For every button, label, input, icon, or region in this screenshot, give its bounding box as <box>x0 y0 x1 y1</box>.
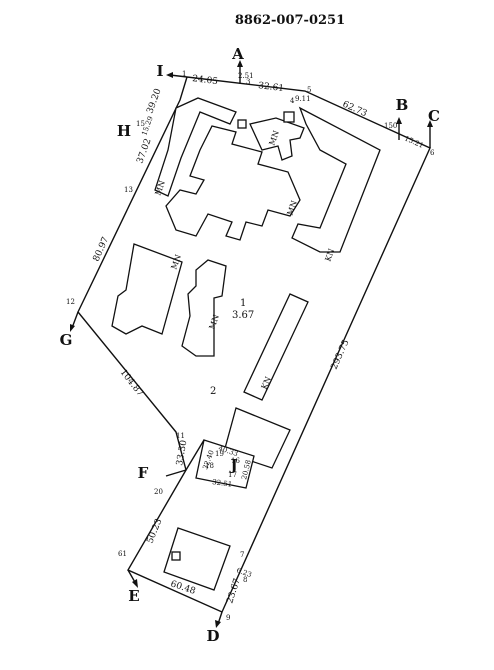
dim-9-11: 9.11 <box>295 95 311 103</box>
corner-j: J <box>228 456 237 474</box>
document-number: 8862-007-0251 <box>235 13 345 28</box>
dim-23-67: 23.67 <box>225 577 243 605</box>
code-mn-west: MN <box>169 253 183 270</box>
point-15: 15 <box>136 120 145 128</box>
building-south <box>163 527 231 591</box>
point-11: 11 <box>176 432 185 440</box>
point-61: 61 <box>118 550 127 558</box>
building-central-complex <box>165 125 301 241</box>
point-16: 16 <box>231 457 240 465</box>
corner-b: B <box>396 96 409 114</box>
building-west-block <box>111 243 183 335</box>
corner-i: I <box>156 62 163 80</box>
corner-arrows <box>70 60 433 628</box>
building-east-wing <box>291 106 381 253</box>
point-9: 9 <box>226 614 230 622</box>
point-4: 4 <box>290 97 295 105</box>
inner-lot-line <box>185 439 205 471</box>
dim-32-61: 32.61 <box>258 81 285 94</box>
point-150: 150 <box>384 122 397 130</box>
building-long-slab <box>243 293 309 401</box>
dim-24-05: 24.05 <box>192 74 219 87</box>
point-18: 18 <box>205 462 214 470</box>
point-6: 6 <box>430 149 435 157</box>
small-shed-1 <box>237 119 247 129</box>
point-17: 17 <box>228 471 237 479</box>
corner-d: D <box>206 627 219 645</box>
corner-h: H <box>117 122 131 140</box>
point-7: 7 <box>240 551 244 559</box>
small-shed-2 <box>283 111 295 123</box>
small-shed-3 <box>171 551 181 561</box>
building-small-north <box>249 117 305 161</box>
corner-f: F <box>138 464 149 482</box>
corner-a: A <box>231 45 244 63</box>
dim-62-73: 62.73 <box>341 100 369 120</box>
dim-15-29: 15.29 <box>140 115 154 137</box>
code-kn-east: KN <box>323 247 336 262</box>
corner-e: E <box>128 587 139 605</box>
point-12: 12 <box>66 298 75 306</box>
point-1: 1 <box>182 70 186 78</box>
lot-2-label: 2 <box>210 386 216 397</box>
point-8: 8 <box>243 576 247 584</box>
corner-c: C <box>428 107 440 125</box>
dim-33-30: 33.30 <box>175 439 189 466</box>
dim-3-67: 3.67 <box>232 310 254 321</box>
building-middle-block <box>181 259 227 357</box>
point-13: 13 <box>124 186 133 194</box>
dim-39-20: 39.20 <box>145 87 163 115</box>
parcel-boundary <box>77 76 431 613</box>
dim-15-21: 15.21 <box>403 135 425 150</box>
dim-2-51: 2.51 <box>238 72 254 80</box>
dim-50-23: 50.23 <box>146 517 165 545</box>
building-h-wing <box>154 97 237 197</box>
building-lot-j <box>195 439 255 489</box>
dim-104-87: 104.87 <box>118 368 145 399</box>
dim-32-51: 32.51 <box>212 478 233 489</box>
point-20: 20 <box>154 488 163 496</box>
buildings <box>111 97 381 591</box>
lot-1-label: 1 <box>240 298 246 309</box>
point-19: 19 <box>215 450 224 458</box>
point-3: 3 <box>246 78 250 86</box>
point-5: 5 <box>307 86 311 94</box>
corner-g: G <box>60 331 73 349</box>
dim-293-75: 293.75 <box>330 338 352 371</box>
